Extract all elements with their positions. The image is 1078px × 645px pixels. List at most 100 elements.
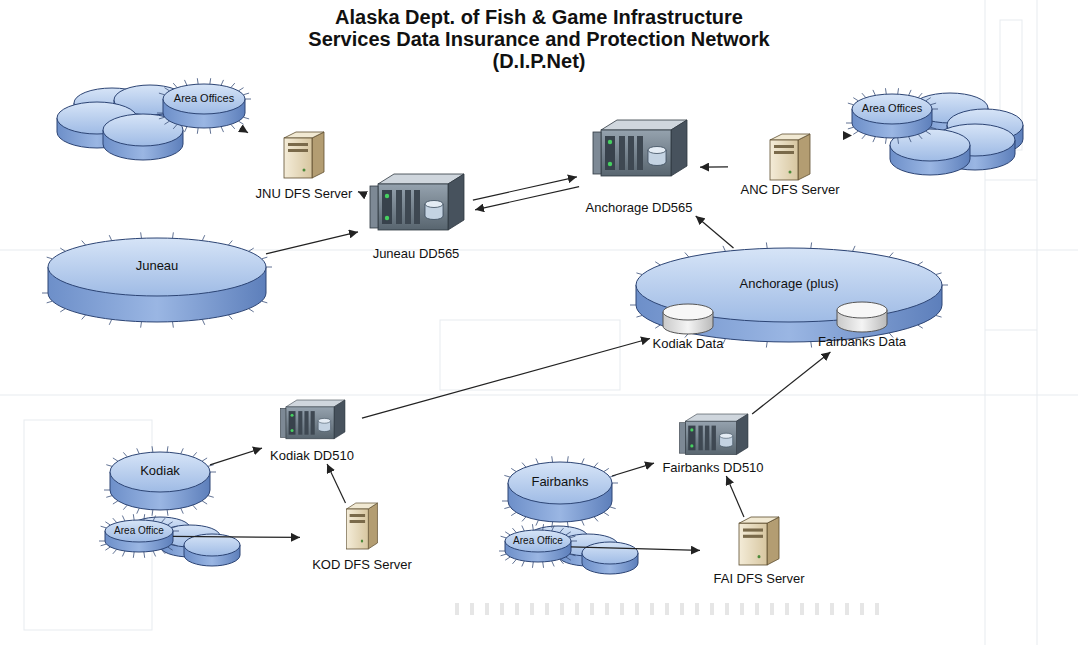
disk-tick — [262, 301, 268, 303]
disk-tick — [202, 319, 204, 324]
disk-tick — [512, 528, 516, 533]
disk-tick — [106, 496, 112, 498]
disk-top — [852, 94, 932, 124]
ghost-tick — [770, 603, 774, 615]
disk-tick — [499, 551, 505, 552]
disk-tick — [552, 561, 554, 566]
server-led — [758, 555, 761, 558]
node-label: Fairbanks — [508, 475, 612, 490]
disk-tick — [853, 131, 858, 134]
appliance-led — [385, 194, 389, 198]
ghost-tick — [740, 603, 744, 615]
disk-tick — [810, 242, 812, 248]
appliance-slot — [414, 190, 420, 224]
ghost-tick — [590, 603, 594, 615]
appliance-led — [608, 162, 612, 166]
server-front — [770, 140, 798, 180]
appliance-front — [378, 184, 448, 230]
disk-tick — [909, 137, 911, 142]
appliance-slot — [311, 411, 315, 435]
disk-tick — [889, 253, 893, 258]
ghost-tick — [530, 603, 534, 615]
disk-tick — [181, 448, 183, 453]
disk-tick — [173, 124, 177, 129]
ghost-tick — [485, 603, 489, 615]
ghost-ticks — [455, 603, 879, 615]
disk-tick — [848, 103, 854, 105]
disk-tick — [604, 468, 609, 471]
disk-top — [48, 238, 266, 296]
disk-tick — [221, 80, 223, 85]
disk-tick — [636, 315, 642, 317]
site-disk: Juneau — [48, 238, 266, 322]
ghost-tick — [755, 603, 759, 615]
disk-tick — [567, 522, 569, 528]
disk-tick — [105, 547, 110, 550]
disk-tick — [846, 123, 852, 124]
disk-tick — [582, 458, 584, 463]
disk-tick — [918, 93, 922, 98]
disk-tick — [262, 257, 268, 259]
disk-tick — [582, 520, 584, 525]
disk-tick — [266, 267, 272, 268]
appliance-slot — [396, 190, 402, 224]
disk-tick — [522, 561, 524, 566]
disk-tick — [926, 131, 931, 134]
node-label: Juneau DD565 — [328, 247, 504, 262]
ghost-tick — [500, 603, 504, 615]
ghost-tick — [455, 603, 459, 615]
disk-tick — [249, 248, 254, 251]
disk-top — [110, 452, 210, 492]
replication-arrow — [752, 352, 830, 414]
node-outline — [852, 94, 932, 138]
ghost-tick — [545, 603, 549, 615]
ghost-tick — [695, 603, 699, 615]
node-outline — [163, 84, 245, 128]
server-icon — [770, 134, 810, 180]
disk-tick — [885, 138, 887, 144]
disk-top — [508, 462, 612, 504]
server-slot — [774, 145, 794, 148]
server-icon — [347, 503, 378, 549]
ghost-tick — [725, 603, 729, 615]
disk-tick — [209, 78, 211, 84]
replication-arrow — [475, 187, 579, 210]
ghost-tick — [800, 603, 804, 615]
disk-tick — [133, 552, 135, 558]
disk-tick — [504, 475, 510, 477]
disk-tick — [101, 544, 107, 546]
disk-tick — [848, 127, 854, 129]
disk-tick — [167, 510, 169, 516]
appliance-panel — [382, 190, 392, 224]
disk-tick — [104, 490, 110, 491]
disk-tick — [936, 273, 942, 275]
server-side — [312, 132, 324, 178]
appliance-bezel — [593, 132, 601, 174]
disk-tick — [918, 325, 923, 328]
disk-tick — [60, 248, 65, 251]
replication-arrow — [240, 128, 248, 133]
appliance-slot — [698, 426, 702, 451]
ghost-line — [0, 395, 1078, 396]
storage-appliance-icon — [370, 174, 464, 230]
disk-tick — [164, 121, 169, 124]
appliance-side — [736, 414, 748, 455]
ghost-tick — [560, 603, 564, 615]
appliance-led — [291, 414, 294, 417]
node-label: Juneau — [48, 259, 266, 274]
disk-tick — [113, 549, 117, 554]
disk-tick — [570, 554, 576, 556]
disk-tick — [228, 315, 232, 320]
site-disk: Fairbanks — [508, 462, 612, 522]
disk-tick — [181, 508, 183, 513]
disk-tick — [123, 452, 127, 457]
disk-tick — [571, 541, 577, 542]
storage-appliance-icon — [593, 120, 687, 176]
disk-tick — [152, 510, 154, 516]
disk-tick — [238, 88, 243, 91]
disk-tick — [122, 516, 124, 521]
disk-tick — [137, 448, 139, 453]
storage-appliance: Juneau DD565 — [358, 174, 474, 262]
